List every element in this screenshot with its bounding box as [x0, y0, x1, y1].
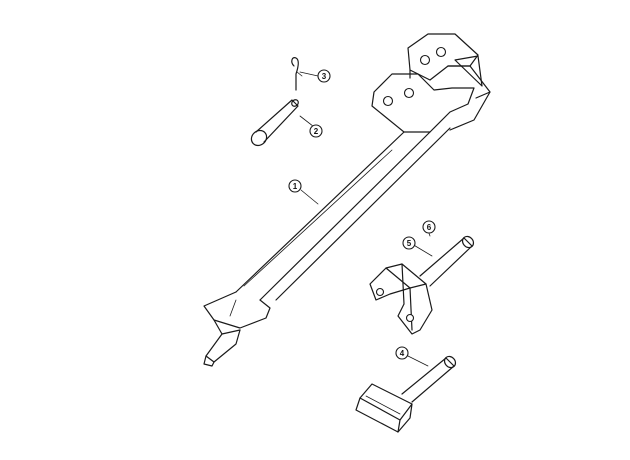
pin-part: [250, 99, 299, 147]
callout-label: 6: [427, 223, 432, 232]
callout-label: 2: [314, 127, 319, 136]
callout-label: 3: [322, 72, 327, 81]
callout-6: 6: [422, 220, 436, 234]
callout-1: 1: [288, 179, 302, 193]
callout-label: 5: [407, 239, 412, 248]
callout-5: 5: [402, 236, 416, 250]
callout-2: 2: [309, 124, 323, 138]
callout-3: 3: [317, 69, 331, 83]
tee-pin-part: [355, 355, 457, 433]
callout-label: 1: [293, 182, 298, 191]
drawbar-part: [203, 33, 491, 367]
clevis-bracket-part: [369, 235, 475, 335]
callout-4: 4: [395, 346, 409, 360]
cotter-pin-part: [291, 57, 303, 91]
callout-label: 4: [400, 349, 405, 358]
